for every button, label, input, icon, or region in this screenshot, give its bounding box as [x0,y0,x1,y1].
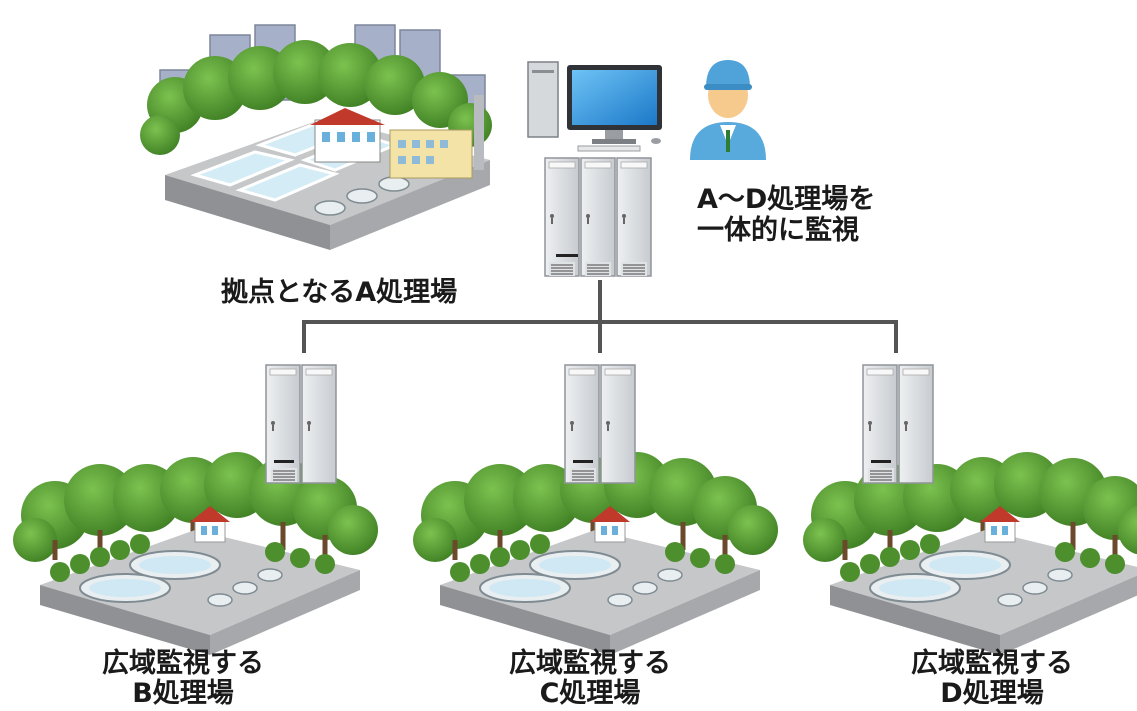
network-lines [302,280,898,353]
server-cabinet-icon [544,157,652,277]
plant-d-label-line2: D処理場 [940,678,1044,709]
operator-caption-line2: 一体的に監視 [697,215,859,246]
server-cabinet-b-icon [265,364,337,484]
plant-c-label-line1: 広域監視する [509,648,671,679]
server-cabinet-d-icon [862,364,934,484]
plant-b-label-line1: 広域監視する [102,648,264,679]
plant-d-label-line1: 広域監視する [911,648,1073,679]
plant-b-label-line2: B処理場 [132,678,234,709]
hub-plant-label: 拠点となるA処理場 [221,277,458,308]
server-cabinet-c-icon [564,364,636,484]
desktop-computer-icon [527,61,662,152]
hub-plant-illustration [140,24,492,250]
operator-caption-line1: A〜D処理場を [697,184,876,215]
operator-icon [690,60,766,160]
plant-c-label-line2: C処理場 [539,678,641,709]
plant-d-illustration [803,452,1137,655]
